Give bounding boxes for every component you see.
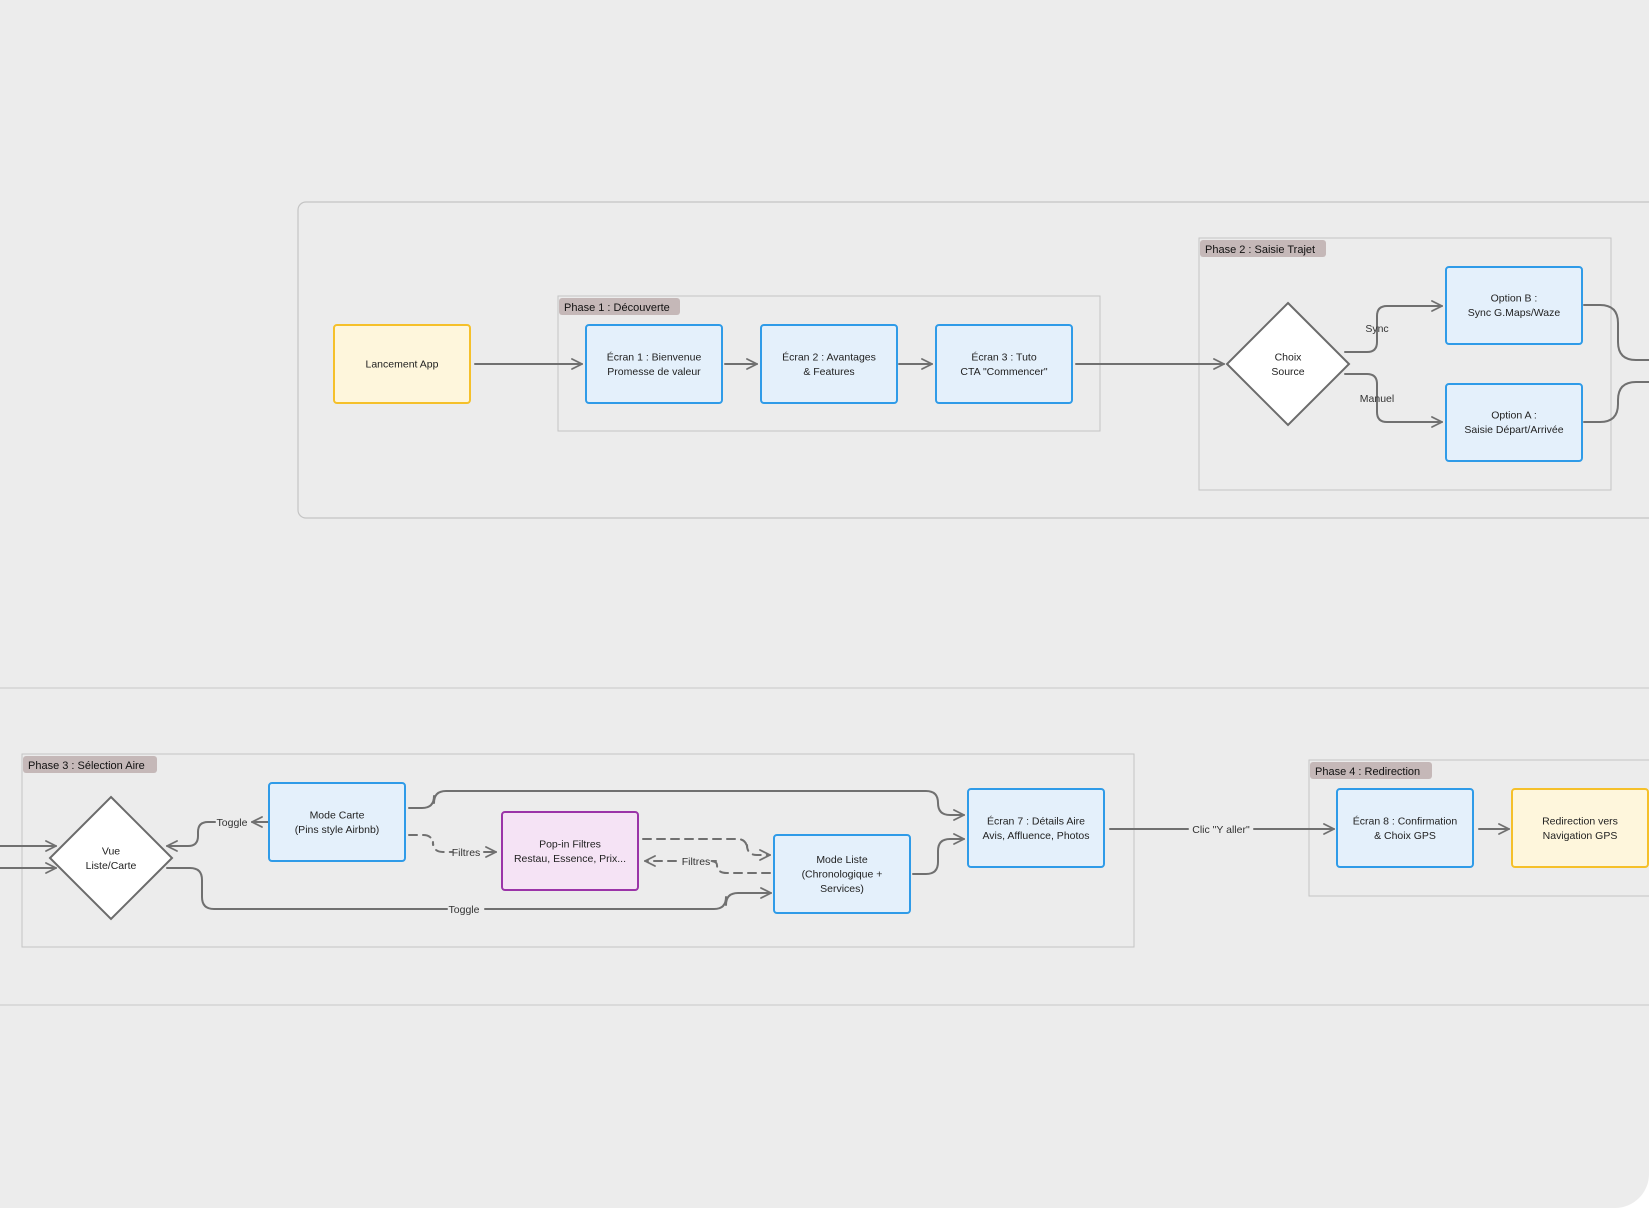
edge-optionB-out [1583,304,1649,361]
edge-popin-to-liste [642,838,771,861]
phase-3-label: Phase 3 : Sélection Aire [28,760,145,772]
phase-4-section: Phase 4 : Redirection [1308,759,1649,897]
optionA-label-line: Option A : [1491,409,1537,421]
lancement-label: Lancement App [366,359,439,371]
optionB-label-line: Option B : [1491,292,1538,304]
choix-label-line: Choix [1275,351,1303,363]
edge-carte-filtres-a [408,834,453,853]
node-ecran-2[interactable]: Écran 2 : Avantages & Features [760,324,898,404]
edge-vue-toggle-bottom-a [166,867,448,910]
ecran8-label-line: & Choix GPS [1374,830,1436,842]
ecran1-label-line: Écran 1 : Bienvenue [607,350,702,363]
ecran2-label: Écran 2 : Avantages & Features [782,350,876,378]
liste-label-line: Mode Liste [816,854,868,866]
node-lancement-app[interactable]: Lancement App [333,324,471,404]
phase-2-tag [1200,240,1326,257]
optionA-label: Option A : Saisie Départ/Arrivée [1464,409,1563,436]
popin-label-line: Pop-in Filtres [539,838,601,850]
redirection-label-line: Navigation GPS [1543,830,1618,842]
ecran3-label-line: Écran 3 : Tuto [971,350,1037,363]
node-option-a[interactable]: Option A : Saisie Départ/Arrivée [1445,383,1583,462]
edge-liste-filtres-a [708,860,771,874]
phase-1-label: Phase 1 : Découverte [564,302,670,314]
vue-label-line: Vue [102,845,120,857]
edge-carte-to-ecran7 [408,790,965,821]
onboarding-container [297,201,1649,519]
label-toggle-top: Toggle [217,817,248,829]
edge-toggle-to-vue [166,821,216,852]
vue-label-line: Liste/Carte [86,860,137,872]
optionB-label-line: Sync G.Maps/Waze [1468,307,1561,319]
label-filtres-top: Filtres [452,847,481,859]
node-ecran-8[interactable]: Écran 8 : Confirmation & Choix GPS [1336,788,1474,868]
label-filtres-back: Filtres [682,856,711,868]
phase-3-section: Phase 3 : Sélection Aire [21,753,1135,948]
optionB-label: Option B : Sync G.Maps/Waze [1468,292,1561,319]
carte-label-line: Mode Carte [310,809,365,821]
connectors [0,300,1649,910]
liste-label-line: Services) [820,883,864,895]
label-clic-y-aller: Clic "Y aller" [1192,824,1250,836]
ecran1-label-line: Promesse de valeur [607,366,701,378]
choix-label-line: Source [1271,366,1304,378]
phase-4-label: Phase 4 : Redirection [1315,766,1420,778]
lancement-label-line: Lancement App [366,359,439,371]
edge-choix-sync [1344,300,1443,353]
liste-label-line: (Chronologique + [802,869,883,881]
redirection-label-line: Redirection vers [1542,815,1618,827]
node-mode-carte[interactable]: Mode Carte (Pins style Airbnb) [268,782,406,862]
node-option-b[interactable]: Option B : Sync G.Maps/Waze [1445,266,1583,345]
edge-liste-to-ecran7 [912,833,965,875]
label-sync: Sync [1365,323,1388,335]
popin-label-line: Restau, Essence, Prix... [514,853,626,865]
phase-2-label: Phase 2 : Saisie Trajet [1205,244,1315,256]
ecran7-label-line: Avis, Affluence, Photos [982,830,1089,842]
edge-choix-manuel [1344,373,1443,428]
ecran8-label: Écran 8 : Confirmation & Choix GPS [1353,814,1458,842]
label-toggle-bottom: Toggle [449,904,480,916]
carte-label: Mode Carte (Pins style Airbnb) [295,809,380,836]
phase-2-section: Phase 2 : Saisie Trajet [1198,237,1612,491]
ecran3-label-line: CTA "Commencer" [960,366,1047,378]
optionA-label-line: Saisie Départ/Arrivée [1464,424,1563,436]
node-mode-liste[interactable]: Mode Liste (Chronologique + Services) [773,834,911,914]
dashed-connectors [408,834,771,874]
ecran7-label-line: Écran 7 : Détails Aire [987,814,1085,827]
ecran8-label-line: Écran 8 : Confirmation [1353,814,1458,827]
label-manuel: Manuel [1360,393,1394,405]
phase-1-tag [559,298,680,315]
ecran2-label-line: Écran 2 : Avantages [782,350,876,363]
phase-3-tag [23,756,157,773]
ecran2-label-line: & Features [803,366,854,378]
phase-3-frame [21,753,1135,948]
carte-label-line: (Pins style Airbnb) [295,824,380,836]
liste-label: Mode Liste (Chronologique + Services) [802,854,883,895]
edge-vue-toggle-bottom-b [484,887,772,910]
edge-labels: Sync Manuel Toggle Filtres Filtres Toggl… [217,323,1395,916]
edge-optionA-out [1583,381,1649,423]
phase-4-tag [1310,762,1432,779]
